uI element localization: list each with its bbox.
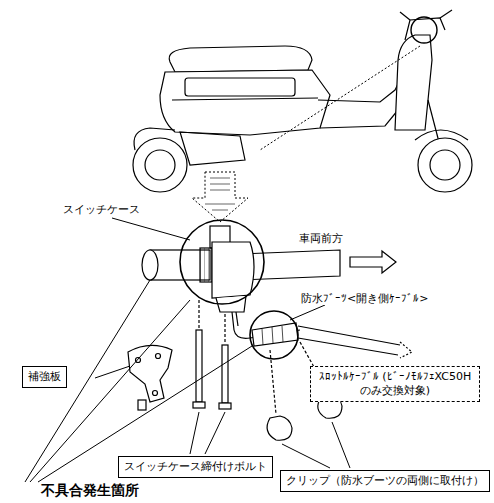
box-text: クリップ（防水ブーツの両側に取付け） [286, 474, 484, 488]
box-text: スイッチケース締付けボルト [124, 460, 267, 474]
leader-lines [25, 218, 350, 482]
box-text: ｽﾛｯﾄﾙｹｰﾌﾞﾙ (ﾋﾞｰﾉﾓﾙﾌｪXC50Hのみ交換対象) [316, 370, 474, 398]
label-box: 補強板 [22, 366, 67, 388]
label-box: クリップ（防水ブーツの両側に取付け） [280, 470, 490, 492]
part-label: スイッチケース [62, 203, 141, 216]
switch-case-detail [128, 220, 412, 440]
label-box: ｽﾛｯﾄﾙｹｰﾌﾞﾙ (ﾋﾞｰﾉﾓﾙﾌｪXC50Hのみ交換対象) [310, 366, 480, 402]
scooter [133, 10, 472, 192]
fault-location-label: 不具合発生箇所 [40, 482, 140, 499]
label-box: スイッチケース締付けボルト [118, 456, 273, 478]
part-label: 車両前方 [298, 232, 344, 245]
zoom-arrow [192, 46, 420, 222]
box-text: 補強板 [28, 370, 61, 384]
part-label: 防水ﾌﾞｰﾂ<開き側ｹｰﾌﾞﾙ> [300, 292, 429, 305]
